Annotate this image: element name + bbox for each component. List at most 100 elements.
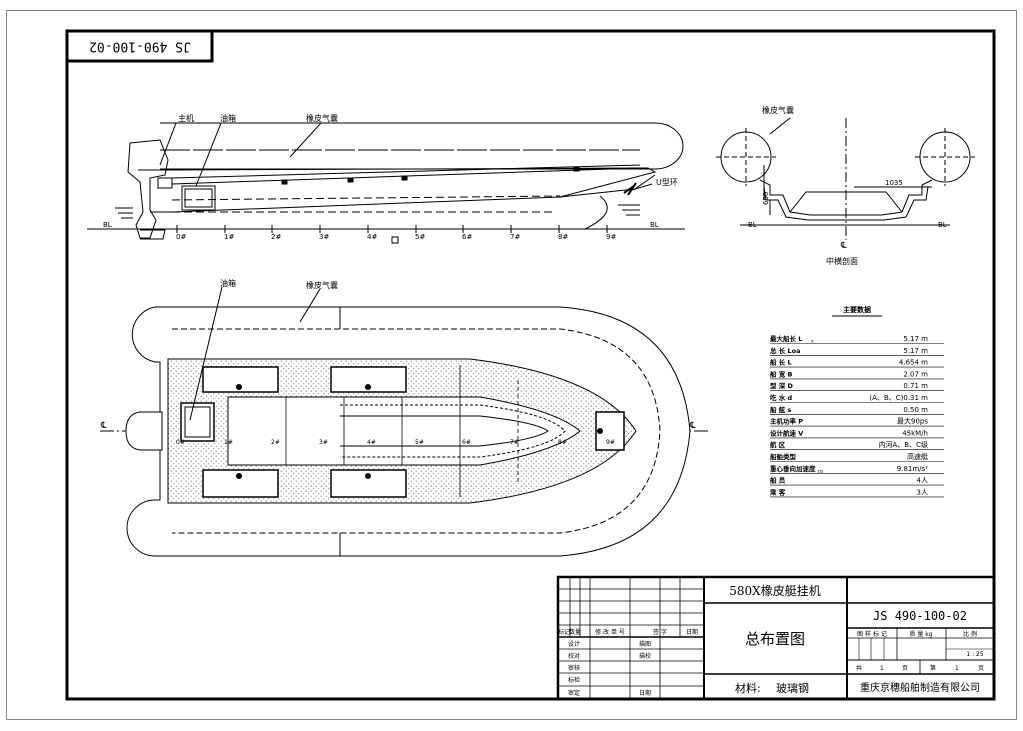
data-row-label: 重心垂向加速度 — [770, 464, 816, 473]
outer-border — [6, 10, 1017, 720]
side-fuel-tank — [181, 185, 216, 211]
data-row-subscript: cg — [818, 469, 823, 474]
material-value: 玻璃钢 — [776, 681, 809, 695]
plan-frame-label: 8# — [558, 439, 567, 446]
label-plan-fuel-tank: 油箱 — [220, 278, 236, 288]
data-row-value: 内河A、B、C级 — [879, 440, 928, 449]
data-row-subscript: x — [811, 340, 814, 345]
data-row-value: 0.71 m — [903, 382, 928, 390]
drawing-number-rotated: JS 490-100-02 — [89, 39, 191, 54]
data-row-value: 最大90ps — [897, 417, 928, 426]
right-header: 图 样 标 记 — [857, 630, 887, 638]
product-name: 580X橡皮艇挂机 — [729, 584, 820, 598]
side-frame-label: 6# — [462, 233, 472, 241]
data-row-value: 5.17 m — [903, 347, 928, 355]
role-label: 审核 — [568, 664, 580, 672]
sheet-total-label: 共 — [856, 664, 862, 672]
plan-centerline-right: ℄ — [689, 421, 696, 431]
data-row-value: 3人 — [917, 488, 928, 496]
side-baseline-right: BL — [650, 221, 659, 229]
section-view-text: 橡皮气囊 690 1035 BL BL ℄ 中横剖面 — [748, 105, 947, 266]
side-frame-label: 2# — [271, 233, 281, 241]
label-side-fuel-tank: 油箱 — [220, 113, 236, 123]
rev-header: 修 改 单 号 — [595, 628, 625, 636]
sheet-no-unit: 页 — [978, 665, 984, 672]
section-baseline-right: BL — [938, 221, 947, 229]
sheet-no-label: 第 — [930, 664, 936, 672]
drawing-title: 总布置图 — [745, 630, 805, 648]
side-frame-label: 8# — [558, 233, 568, 241]
plan-fuel-tank — [180, 402, 215, 442]
material-label: 材料: — [735, 681, 761, 695]
data-row-label: 乘 客 — [769, 487, 786, 496]
rev-header: 签 字 — [653, 628, 667, 636]
right-header: 比 例 — [963, 630, 977, 638]
data-row-value: 2.07 m — [903, 370, 928, 378]
side-view-text: 主机 油箱 橡皮气囊 U型环 BL BL 0# 1# 2# 3# 4# 5# 6… — [103, 113, 678, 241]
title-block-text: 580X橡皮艇挂机 总布置图 材料: 玻璃钢 JS 490-100-02 重庆京… — [558, 584, 984, 697]
data-row-label: 船舶类型 — [770, 452, 797, 461]
plan-frame-label: 3# — [319, 439, 328, 446]
label-plan-tube: 橡皮气囊 — [306, 280, 338, 290]
section-view — [716, 117, 975, 240]
data-row-value: (A、B、C)0.31 m — [869, 394, 928, 402]
sheet-total: 1 — [880, 665, 884, 672]
section-baseline-left: BL — [748, 221, 757, 229]
dim-width: 1035 — [885, 179, 903, 187]
sheet-total-unit: 页 — [902, 665, 908, 672]
data-row-label: 最大船长 L — [770, 334, 802, 343]
side-frame-label: 7# — [510, 233, 520, 241]
right-header: 质 量 kg — [909, 630, 932, 638]
data-row-label: 航 区 — [770, 440, 786, 449]
rev-header: 标记 — [558, 628, 570, 636]
side-frame-label: 9# — [606, 233, 616, 241]
data-row-label: 吃 水 d — [770, 393, 793, 402]
inner-frame — [65, 29, 996, 701]
scale-value: 1 : 25 — [966, 651, 983, 658]
side-frame-label: 3# — [319, 233, 329, 241]
data-row-value: 4.654 m — [899, 359, 928, 367]
role-label: 日期 — [639, 689, 651, 697]
plan-frame-label: 9# — [606, 439, 615, 446]
side-hull — [138, 167, 657, 213]
side-frame-label: 4# — [367, 233, 377, 241]
plan-frame-label: 7# — [510, 439, 519, 446]
role-label: 描图 — [639, 640, 651, 648]
side-frame-label: 1# — [224, 233, 234, 241]
label-u-ring: U型环 — [656, 178, 678, 187]
section-centerline: ℄ — [840, 241, 847, 251]
role-label: 校对 — [568, 652, 580, 660]
drawing-number-corner: JS 490-100-02 — [65, 29, 214, 63]
plan-frame-label: 2# — [271, 439, 280, 446]
title-block — [556, 575, 996, 701]
side-frame-ticks — [176, 225, 608, 233]
rev-header: 数量 — [569, 628, 581, 636]
sheet-no: 1 — [955, 665, 959, 672]
role-label: 审定 — [568, 689, 580, 697]
plan-frame-label: 6# — [462, 439, 471, 446]
role-label: 描校 — [639, 652, 651, 660]
data-row-label: 型 深 D — [770, 381, 794, 390]
data-row-value: 5.17 m — [903, 335, 928, 343]
label-engine: 主机 — [178, 113, 194, 123]
plan-frame-label: 1# — [224, 439, 233, 446]
plan-view — [100, 286, 710, 557]
role-label: 标检 — [568, 676, 580, 684]
label-side-tube: 橡皮气囊 — [306, 113, 338, 123]
data-row-value: 45kM/h — [902, 429, 928, 437]
side-view — [87, 122, 685, 244]
label-section-tube: 橡皮气囊 — [762, 105, 794, 115]
data-row-label: 船 员 — [770, 476, 786, 485]
data-row-value: 9.81m/s² — [897, 465, 928, 473]
outboard-engine — [127, 139, 169, 239]
role-label: 设计 — [568, 640, 580, 648]
dim-height: 690 — [762, 192, 770, 205]
plan-cockpit — [227, 396, 581, 466]
main-data-title: 主要数据 — [843, 305, 871, 314]
plan-frame-label: 0# — [176, 439, 185, 446]
plan-frame-label: 4# — [367, 439, 376, 446]
side-frame-label: 5# — [415, 233, 425, 241]
rev-header: 日期 — [686, 628, 698, 636]
side-frame-label: 0# — [176, 233, 186, 241]
